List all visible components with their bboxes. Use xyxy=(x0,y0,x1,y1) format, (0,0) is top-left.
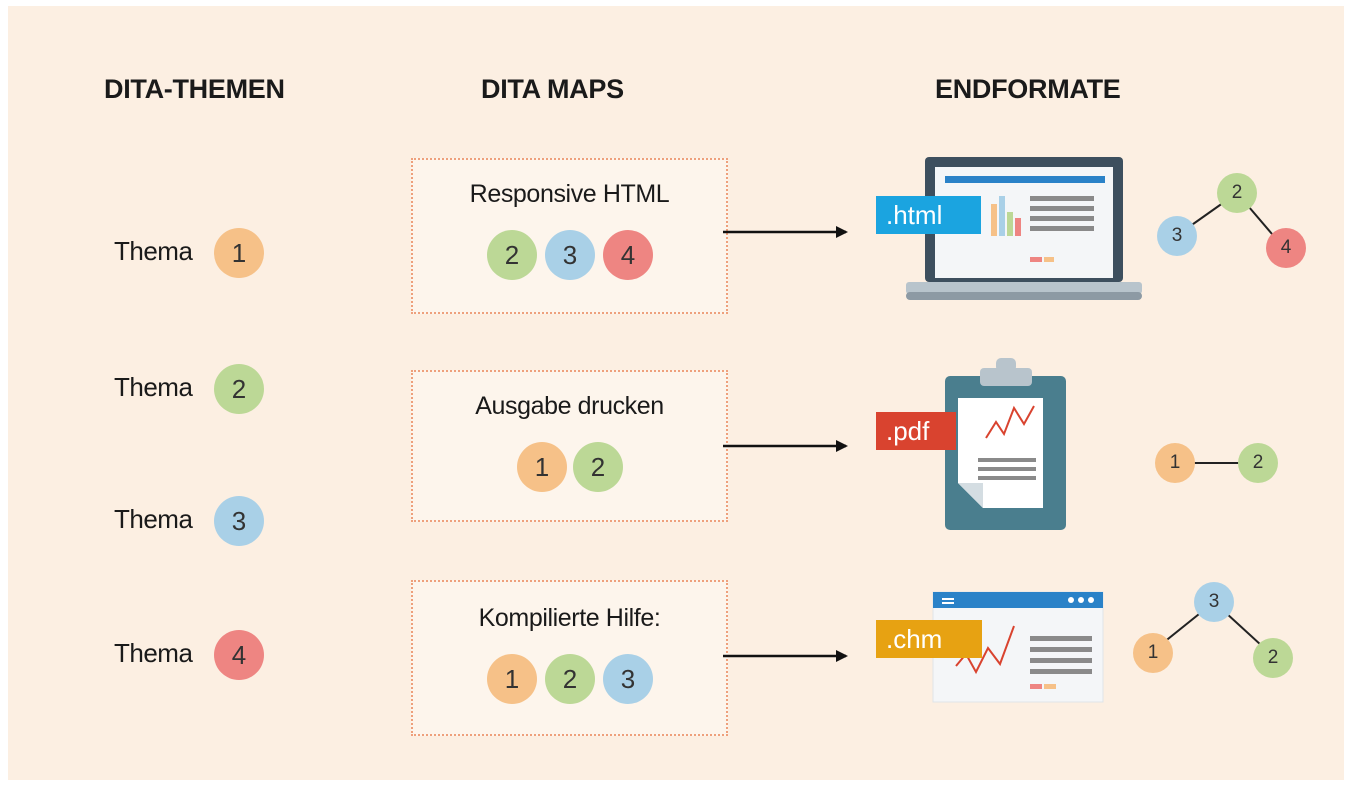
map-topic-badge: 2 xyxy=(545,654,595,704)
tree-node-right: 2 xyxy=(1253,638,1293,678)
map-topic-badge: 1 xyxy=(487,654,537,704)
map-topic-badge: 1 xyxy=(517,442,567,492)
map-title: Responsive HTML xyxy=(469,180,670,208)
topic-badge-3: 3 xyxy=(214,496,264,546)
tree-node-left: 3 xyxy=(1157,216,1197,256)
map-topic-badge: 3 xyxy=(603,654,653,704)
topic-label-3: Thema xyxy=(114,504,193,534)
header-output-formats: ENDFORMATE xyxy=(935,74,1121,104)
topic-label-1: Thema xyxy=(114,236,193,266)
topic-badge-1: 1 xyxy=(214,228,264,278)
badge-chm: .chm xyxy=(876,620,982,658)
topic-badge-2: 2 xyxy=(214,364,264,414)
map-topic-badge: 2 xyxy=(573,442,623,492)
header-dita-maps: DITA MAPS xyxy=(481,74,624,104)
map-topic-badge: 2 xyxy=(487,230,537,280)
map-topic-badge: 3 xyxy=(545,230,595,280)
tree-node-first: 1 xyxy=(1155,443,1195,483)
badge-pdf: .pdf xyxy=(876,412,956,450)
header-dita-topics: DITA-THEMEN xyxy=(104,74,285,104)
clipboard-icon xyxy=(945,358,1066,530)
topic-badge-4: 4 xyxy=(214,630,264,680)
map-title: Kompilierte Hilfe: xyxy=(478,604,661,632)
topic-label-4: Thema xyxy=(114,638,193,668)
diagram-canvas: DITA-THEMEN DITA MAPS ENDFORMATE Thema 1… xyxy=(8,6,1344,780)
map-box-print-output: Ausgabe drucken 1 2 xyxy=(411,370,728,522)
badge-html: .html xyxy=(876,196,981,234)
tree-node-right: 4 xyxy=(1266,228,1306,268)
map-title: Ausgabe drucken xyxy=(475,392,664,420)
topic-label-2: Thema xyxy=(114,372,193,402)
map-topic-badge: 4 xyxy=(603,230,653,280)
map-box-compiled-help: Kompilierte Hilfe: 1 2 3 xyxy=(411,580,728,736)
tree-node-root: 2 xyxy=(1217,173,1257,213)
tree-node-root: 3 xyxy=(1194,582,1234,622)
diagram-graphics xyxy=(723,157,1285,703)
map-box-responsive-html: Responsive HTML 2 3 4 xyxy=(411,158,728,314)
tree-node-second: 2 xyxy=(1238,443,1278,483)
tree-node-left: 1 xyxy=(1133,633,1173,673)
